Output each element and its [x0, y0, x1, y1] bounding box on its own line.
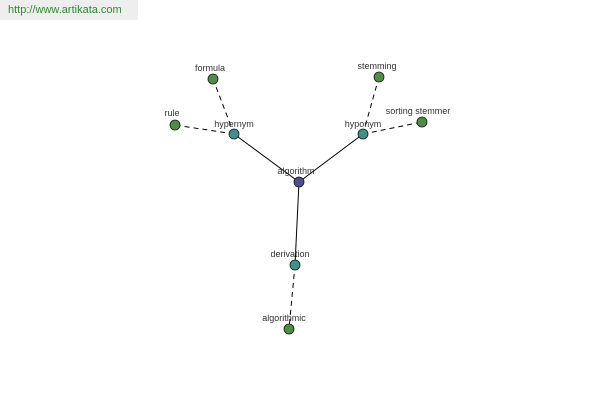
node-label-stemming: stemming [357, 61, 396, 71]
node-label-hypernym: hypernym [214, 119, 254, 129]
node-label-formula: formula [195, 63, 225, 73]
node-hypernym[interactable] [228, 128, 240, 140]
edge-derivation-algorithmic [288, 264, 296, 330]
watermark-url[interactable]: http://www.artikata.com [8, 4, 122, 16]
node-sorting-stemmer[interactable] [416, 116, 428, 128]
node-stemming[interactable] [373, 71, 385, 83]
graph-labels: algorithm hypernym hyponym derivation formul… [164, 61, 450, 323]
node-label-sorting-stemmer: sorting stemmer [386, 106, 451, 116]
edge-algorithm-derivation [294, 181, 300, 266]
node-derivation[interactable] [289, 259, 301, 271]
node-hyponym[interactable] [357, 128, 369, 140]
node-label-algorithmic: algorithmic [262, 313, 306, 323]
node-formula[interactable] [207, 73, 219, 85]
watermark-bar: http://www.artikata.com [0, 0, 138, 20]
edge-algorithm-hyponym [298, 133, 364, 183]
graph-nodes [169, 71, 428, 335]
node-algorithm[interactable] [293, 176, 305, 188]
edge-hyponym-stemming [362, 76, 380, 135]
node-label-rule: rule [164, 108, 179, 118]
node-rule[interactable] [169, 119, 181, 131]
edge-hypernym-rule [174, 124, 235, 135]
node-label-algorithm: algorithm [277, 166, 314, 176]
graph-edges [174, 76, 423, 330]
node-label-hyponym: hyponym [345, 119, 382, 129]
edge-algorithm-hypernym [233, 133, 300, 183]
edge-hyponym-sorting_stemmer [362, 121, 423, 135]
node-label-derivation: derivation [270, 249, 309, 259]
edge-hypernym-formula [212, 78, 235, 135]
node-algorithmic[interactable] [283, 323, 295, 335]
